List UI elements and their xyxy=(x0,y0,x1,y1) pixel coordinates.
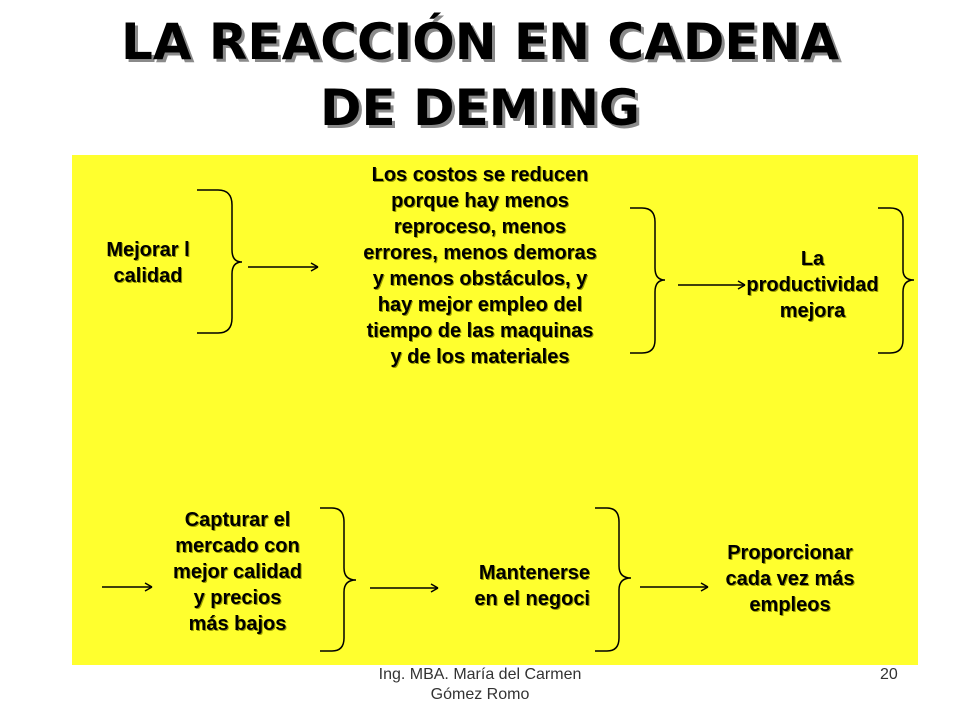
page-title-line-1: LA REACCIÓN EN CADENA xyxy=(120,13,840,71)
node-productivity: La productividad mejora xyxy=(746,248,879,322)
footer-author: Ing. MBA. María del Carmen Gómez Romo xyxy=(378,666,582,703)
node-stay-in-business: Mantenerse en el negoci xyxy=(474,562,590,610)
node-costs-reduce: Los costos se reducen porque hay menos r… xyxy=(363,164,597,368)
page-title-line-2: DE DEMING xyxy=(320,79,640,137)
page-number: 20 xyxy=(880,666,898,683)
node-provide-jobs: Proporcionar cada vez más empleos xyxy=(725,542,855,616)
node-capture-market: Capturar el mercado con mejor calidad y … xyxy=(173,509,302,635)
node-improve-quality: Mejorar l calidad xyxy=(106,239,190,287)
